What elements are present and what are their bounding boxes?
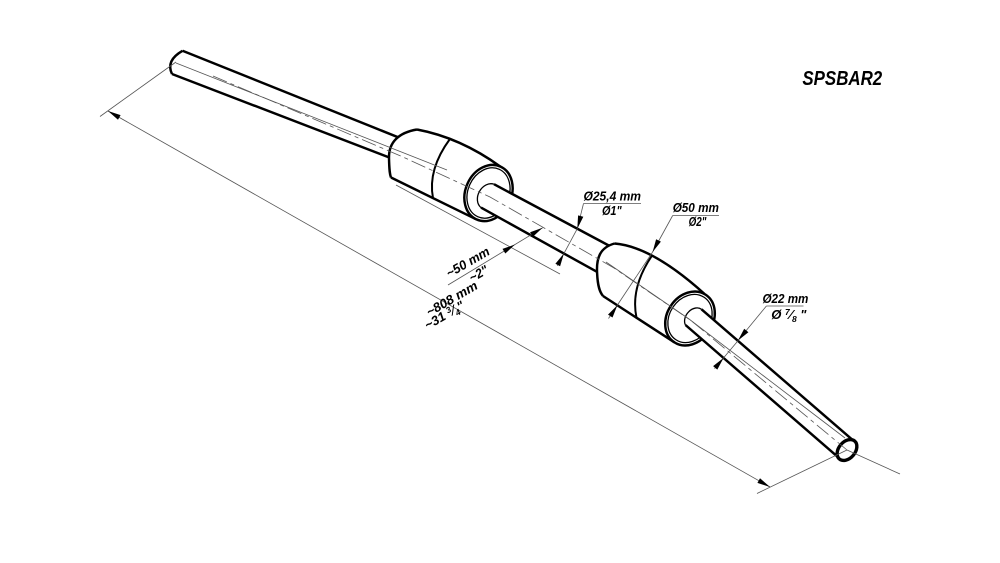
svg-text:Ø25,4 mm: Ø25,4 mm — [584, 189, 642, 204]
svg-text:Ø1": Ø1" — [602, 203, 622, 218]
svg-text:Ø50 mm: Ø50 mm — [673, 200, 720, 215]
svg-text:Ø2": Ø2" — [689, 214, 707, 229]
svg-text:Ø 7⁄8 ": Ø 7⁄8 " — [771, 307, 807, 324]
svg-text:Ø22 mm: Ø22 mm — [763, 291, 809, 306]
svg-text:SPSBAR2: SPSBAR2 — [802, 68, 882, 90]
